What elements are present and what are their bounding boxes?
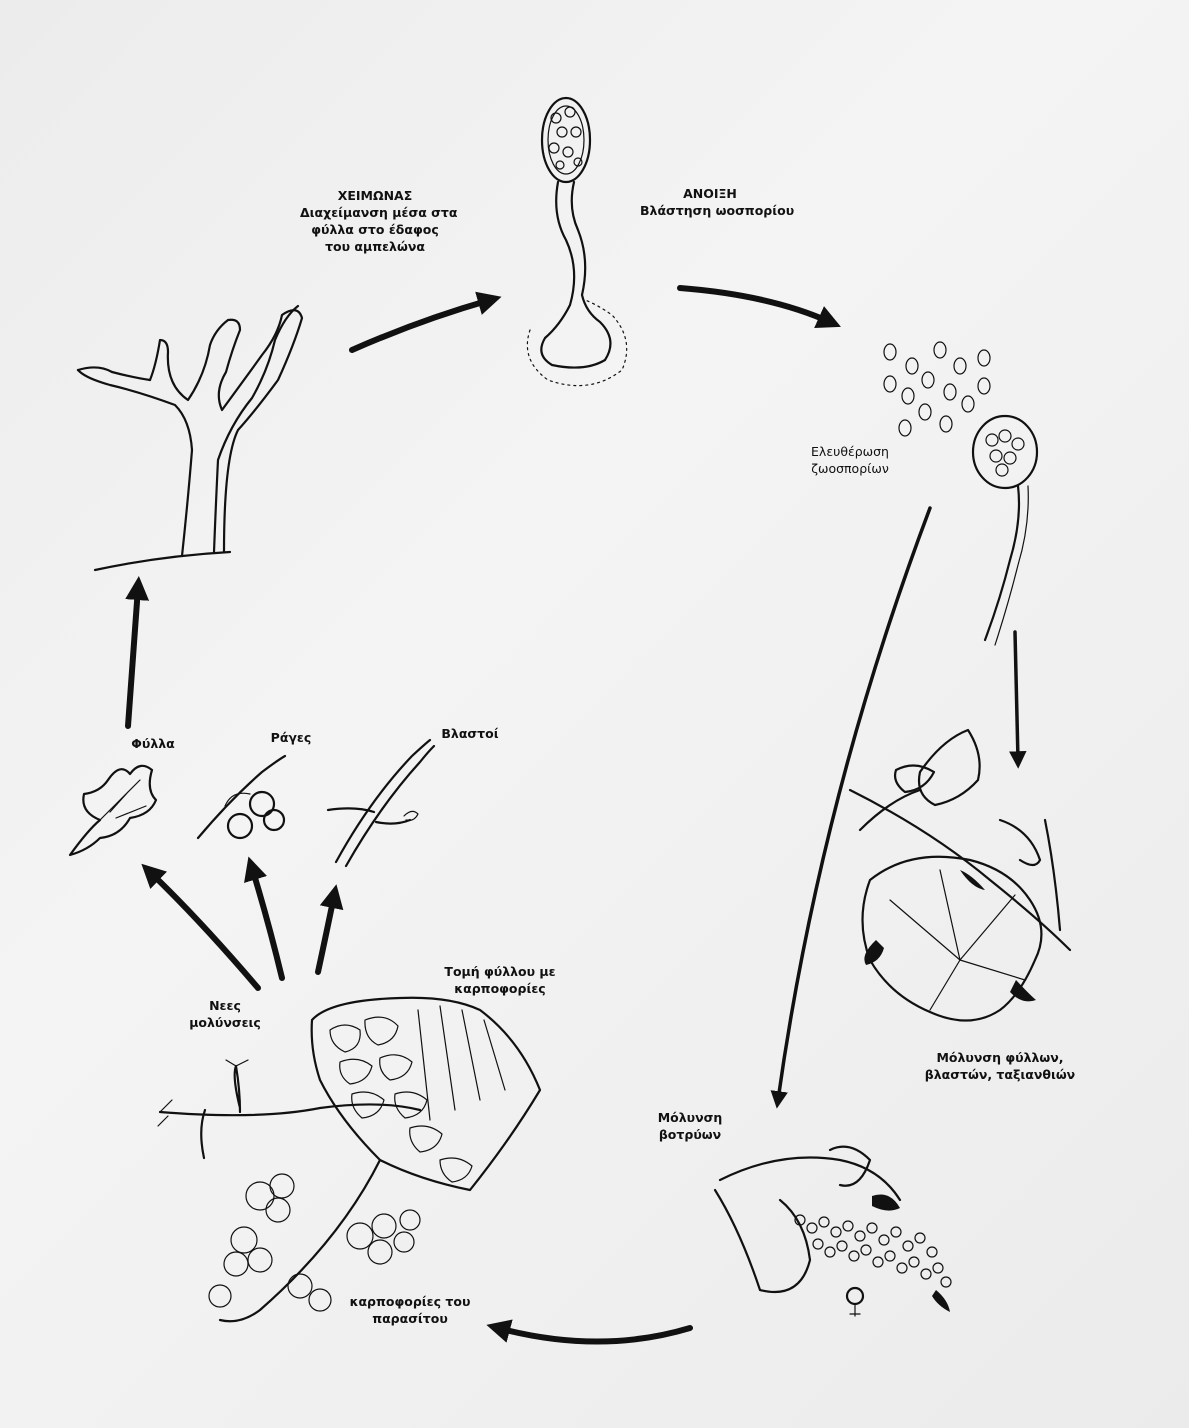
zoospore-line2: ζωοσπορίων — [790, 461, 910, 478]
arrow-spring-to-zoospores — [680, 288, 830, 322]
leaf-icon — [70, 766, 156, 855]
new-infections-line1: Νεες — [180, 998, 270, 1015]
infected-leaves-drawing — [850, 730, 1070, 1021]
zoospore-line1: Ελευθέρωση — [790, 444, 910, 461]
new-infections-line2: μολύνσεις — [180, 1015, 270, 1032]
spring-desc: Βλάστηση ωοσπορίου — [640, 203, 780, 220]
oospore-drawing — [527, 98, 626, 386]
spring-title: ΑΝΟΙΞΗ — [640, 186, 780, 203]
arrow-winter-to-spring — [352, 300, 490, 350]
winter-desc-line2: φύλλα στο έδαφος — [300, 222, 450, 239]
arrow-to-berries — [252, 868, 282, 978]
arrow-to-bunch-infection — [778, 508, 930, 1100]
arrow-to-leaves — [150, 872, 258, 988]
arrow-to-fruiting — [498, 1328, 690, 1342]
leaf-infection-line2: βλαστών, ταξιανθιών — [900, 1067, 1100, 1084]
berries-icon — [198, 756, 285, 838]
leaf-infection-line1: Μόλυνση φύλλων, — [900, 1050, 1100, 1067]
spring-label: ΑΝΟΙΞΗ Βλάστηση ωοσπορίου — [640, 186, 780, 220]
leaf-section-line2: καρποφορίες — [430, 981, 570, 998]
vine-stock-drawing — [78, 306, 302, 570]
leaf-section-label: Τομή φύλλου με καρποφορίες — [430, 964, 570, 998]
leaf-infection-label: Μόλυνση φύλλων, βλαστών, ταξιανθιών — [900, 1050, 1100, 1084]
shoot-icon — [328, 740, 434, 866]
arrow-to-shoots — [318, 896, 334, 972]
bunch-infection-line2: βοτρύων — [640, 1127, 740, 1144]
leaves-label: Φύλλα — [118, 736, 188, 753]
zoospores-drawing — [884, 342, 1037, 645]
fruiting-line1: καρποφορίες του — [345, 1294, 475, 1311]
berries-text: Ράγες — [256, 730, 326, 747]
infected-bunch-drawing — [715, 1147, 951, 1316]
arrow-to-leaf-infection — [1015, 632, 1018, 760]
winter-desc-line1: Διαχείμανση μέσα στα — [300, 205, 450, 222]
winter-desc-line3: του αμπελώνα — [300, 239, 450, 256]
shoots-label: Βλαστοί — [430, 726, 510, 743]
winter-title: ΧΕΙΜΩΝΑΣ — [300, 188, 450, 205]
bunch-infection-line1: Μόλυνση — [640, 1110, 740, 1127]
arrow-to-winter — [128, 588, 138, 726]
leaf-section-line1: Τομή φύλλου με — [430, 964, 570, 981]
fruiting-line2: παρασίτου — [345, 1311, 475, 1328]
zoospore-label: Ελευθέρωση ζωοσπορίων — [790, 444, 910, 478]
leaves-text: Φύλλα — [118, 736, 188, 753]
new-infections-label: Νεες μολύνσεις — [180, 998, 270, 1032]
winter-label: ΧΕΙΜΩΝΑΣ Διαχείμανση μέσα στα φύλλα στο … — [300, 188, 450, 256]
shoots-text: Βλαστοί — [430, 726, 510, 743]
berries-label: Ράγες — [256, 730, 326, 747]
bunch-infection-label: Μόλυνση βοτρύων — [640, 1110, 740, 1144]
fruiting-label: καρποφορίες του παρασίτου — [345, 1294, 475, 1328]
